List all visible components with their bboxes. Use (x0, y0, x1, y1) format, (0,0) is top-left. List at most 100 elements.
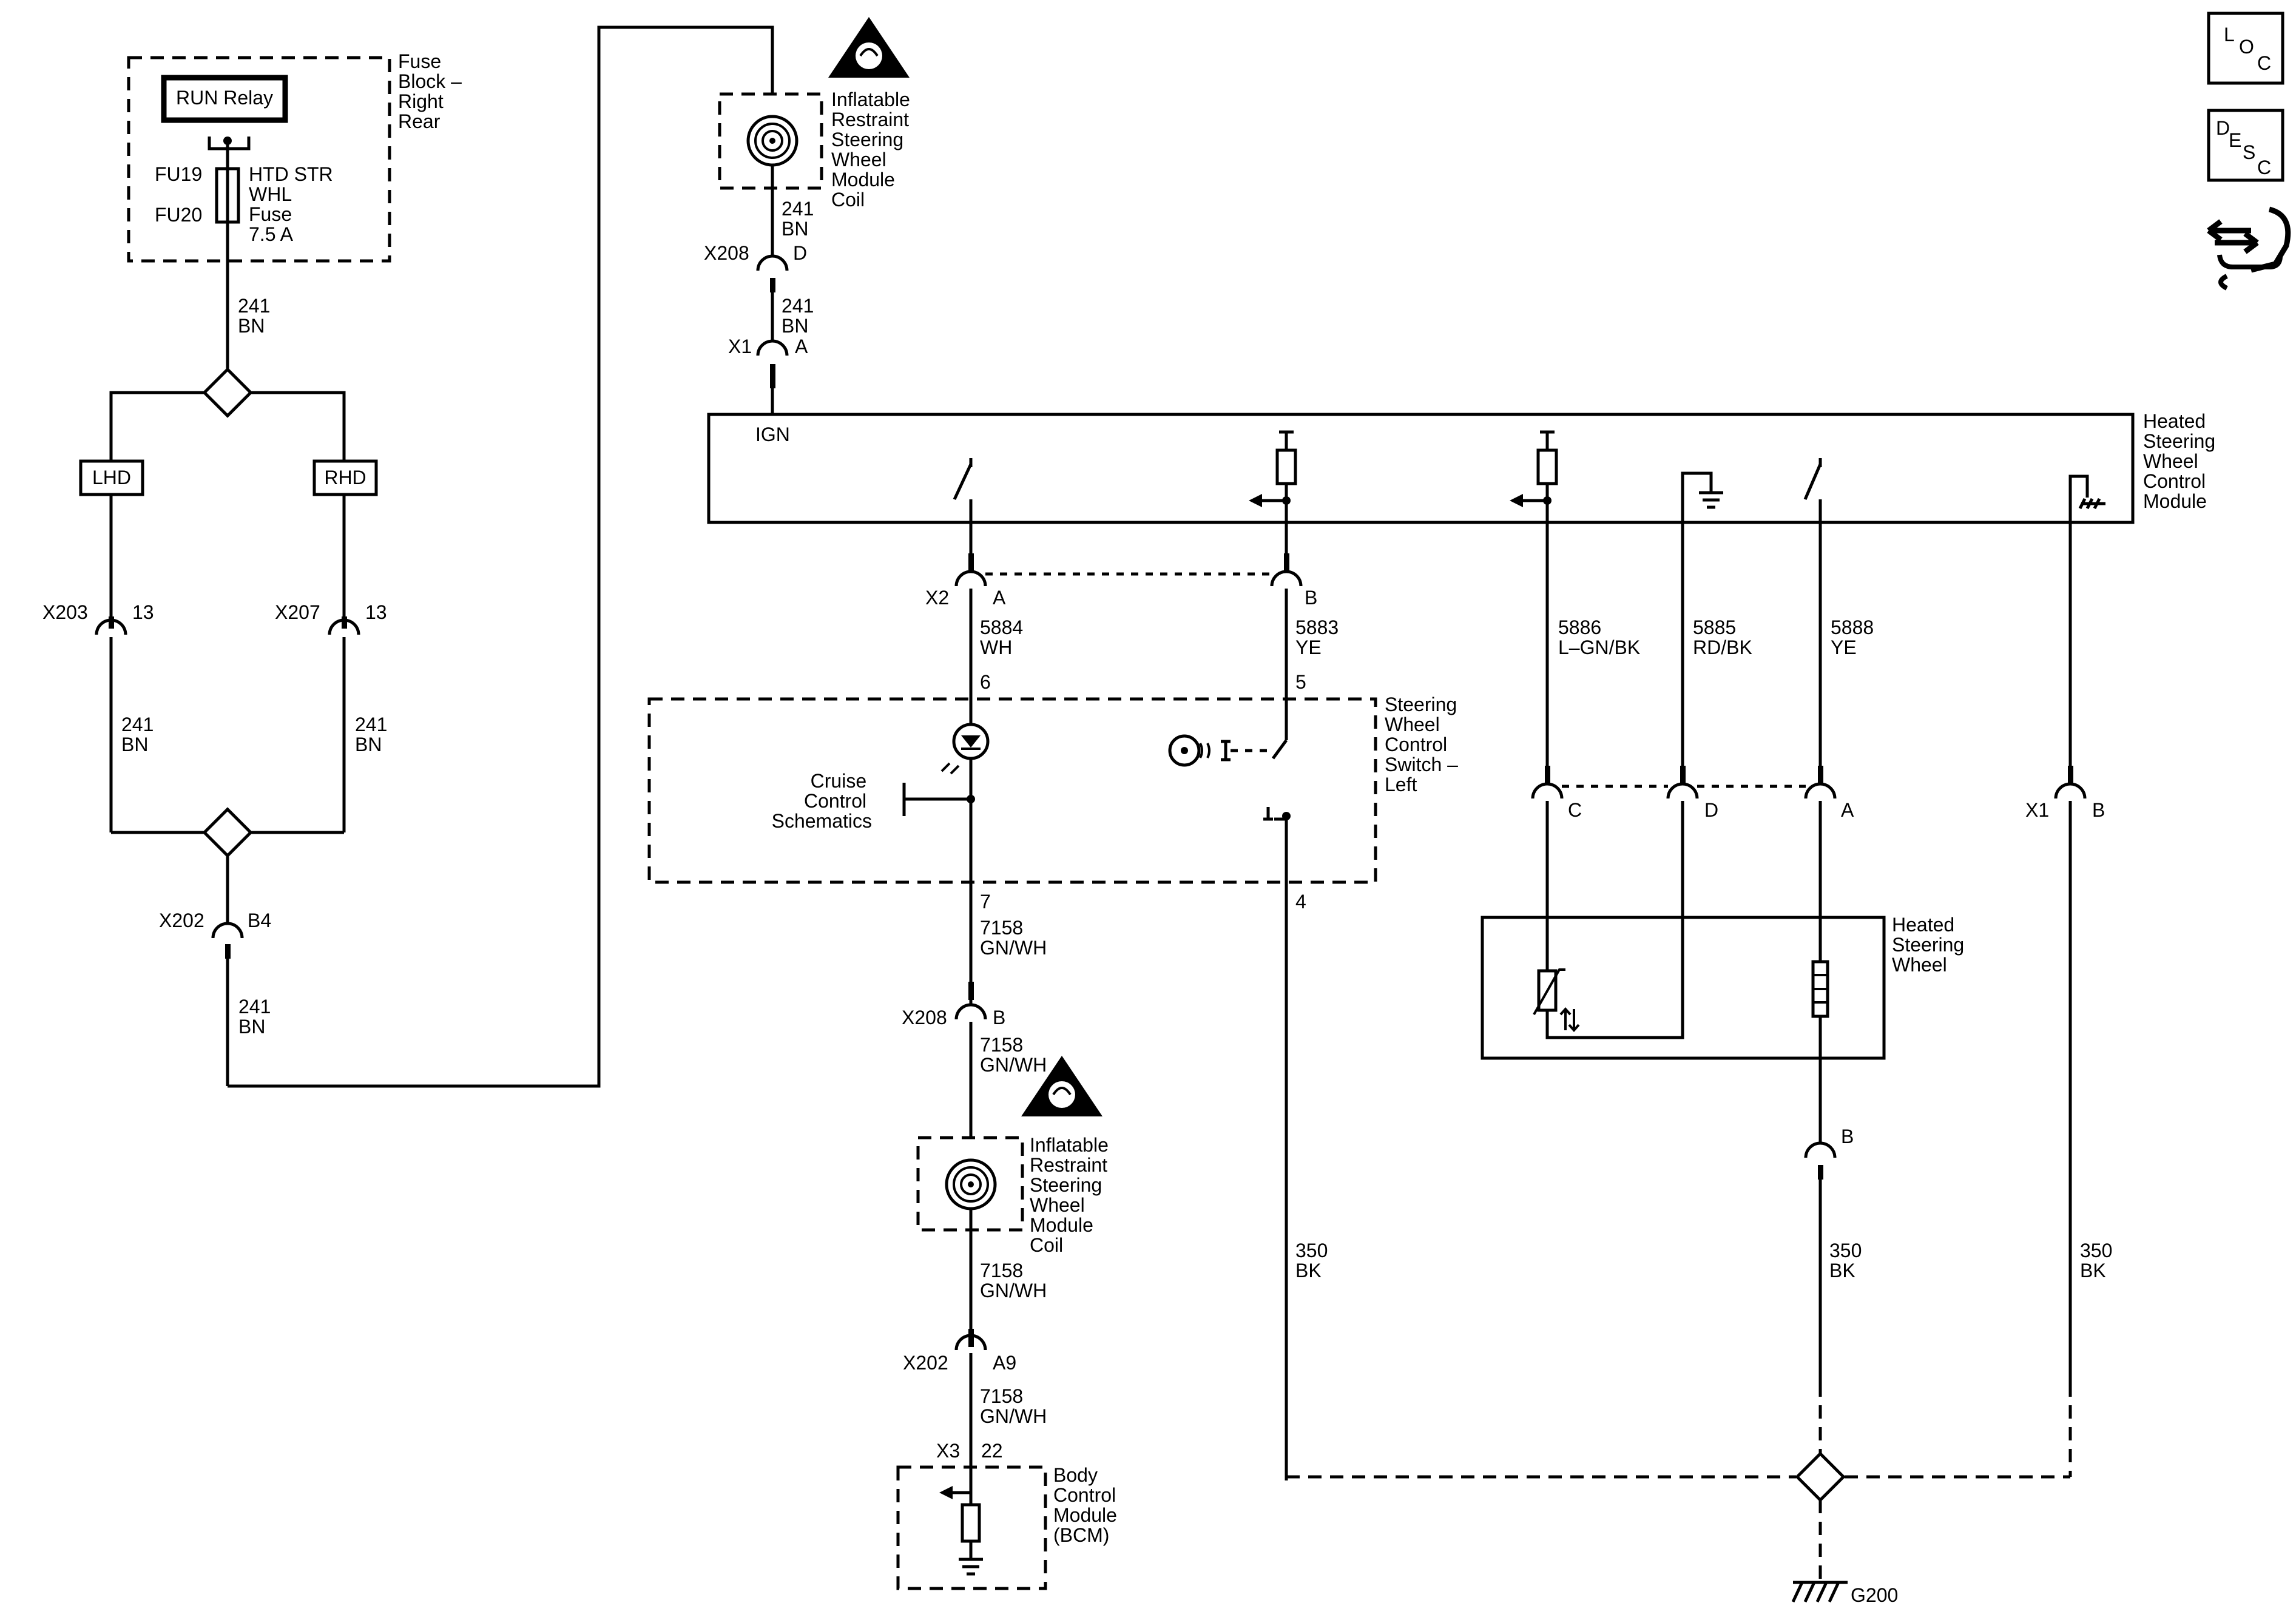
svg-text:C: C (2257, 157, 2271, 178)
wire-label: BN (782, 218, 808, 240)
connector-a (1804, 782, 1837, 799)
pin-label: B (2092, 799, 2105, 821)
wire-label: 5888 (1831, 616, 1874, 638)
bcm-resistor-icon (961, 1503, 981, 1543)
connector-x2-label: X2 (925, 587, 949, 609)
connector-x3-label: X3 (936, 1440, 960, 1462)
pin-label: C (1568, 799, 1582, 821)
clockspring-coil-icon (746, 115, 799, 167)
location-view-button[interactable]: L O C (2207, 12, 2284, 85)
airbag-warning-icon (1021, 1056, 1102, 1116)
cruise-control-label[interactable]: Cruise Control Schematics (772, 770, 872, 832)
pin-label: 7 (980, 891, 991, 913)
pin-label: A (993, 587, 1006, 609)
wire-label: L–GN/BK (1558, 636, 1640, 658)
svg-text:D: D (2216, 117, 2230, 139)
wire-label: BN (121, 734, 148, 755)
repair-procedure-icon[interactable] (2207, 206, 2291, 291)
fu19-label: FU19 (155, 163, 202, 185)
wire-label: BN (782, 315, 808, 337)
ign-label: IGN (755, 424, 790, 445)
wire-label: 7158 (980, 917, 1023, 939)
run-relay-box (161, 75, 288, 123)
connector-x202-label: X202 (903, 1352, 948, 1374)
pin-label: A (795, 336, 808, 357)
rhd-label: RHD (324, 467, 366, 488)
wire-label: BK (1295, 1260, 1322, 1281)
control-module-label: Heated Steering Wheel Control Module (2143, 410, 2221, 512)
connector-x1-top (756, 339, 789, 356)
fu20-label: FU20 (155, 204, 202, 226)
connector-b-lower (1804, 1141, 1837, 1158)
g200-ground-icon (1791, 1581, 1848, 1603)
description-view-button[interactable]: D E S C (2207, 109, 2284, 182)
connector-x202-mid (954, 1334, 987, 1351)
connector-x1-label: X1 (728, 336, 752, 357)
lhd-label: LHD (92, 467, 131, 488)
fuse-name-label: HTD STR WHL Fuse 7.5 A (249, 163, 339, 245)
wire-label: 241 (782, 295, 814, 317)
lhd-box (79, 459, 144, 496)
wire-label: 350 (1829, 1240, 1862, 1261)
wire-label: BN (238, 315, 265, 337)
svg-text:E: E (2229, 129, 2241, 151)
run-relay-label: RUN Relay (176, 87, 273, 109)
wire-label: 241 (121, 714, 154, 735)
connector-x202 (211, 922, 244, 939)
splice-diamond (202, 367, 253, 418)
connector-x202-label: X202 (159, 910, 204, 931)
connector-x2-b (1270, 570, 1303, 587)
wire-label: GN/WH (980, 1280, 1047, 1301)
wire-label: RD/BK (1693, 636, 1752, 658)
wire-label: 5886 (1558, 616, 1601, 638)
wire-label: YE (1295, 636, 1322, 658)
inflatable-coil-label-top: Inflatable Restraint Steering Wheel Modu… (831, 89, 916, 211)
inflatable-coil-label-bottom: Inflatable Restraint Steering Wheel Modu… (1030, 1134, 1114, 1256)
svg-text:S: S (2243, 141, 2255, 163)
connector-x208-mid (954, 1003, 987, 1020)
connector-x203-label: X203 (42, 601, 88, 623)
pin-label: 5 (1295, 671, 1306, 693)
cruise-control-link[interactable] (902, 783, 971, 816)
wire-label: 7158 (980, 1034, 1023, 1056)
pin-label: 6 (980, 671, 991, 693)
wire-label: 241 (238, 295, 270, 317)
wire-label: 7158 (980, 1385, 1023, 1407)
pin-label: B4 (248, 910, 271, 931)
internal-switch-icon (953, 458, 973, 501)
wire-label: YE (1831, 636, 1857, 658)
switch-label: Steering Wheel Control Switch – Left (1385, 694, 1464, 795)
wire-label: GN/WH (980, 1405, 1047, 1427)
wire-label: 5883 (1295, 616, 1339, 638)
wire-label: 350 (2080, 1240, 2112, 1261)
connector-x208-top (756, 254, 789, 271)
heated-steering-wheel-label: Heated Steering Wheel (1892, 914, 1970, 976)
internal-switch-icon (1803, 458, 1822, 500)
pin-label: 13 (365, 601, 387, 623)
wire-label: 5884 (980, 616, 1023, 638)
control-module-box (707, 413, 2135, 524)
pin-label: A9 (993, 1352, 1016, 1374)
wire-label: 241 (238, 996, 271, 1018)
clockspring-coil-icon (945, 1158, 997, 1210)
fuse-block-label: Fuse Block – Right Rear (398, 50, 467, 132)
ground-icon (959, 1541, 983, 1576)
wire-label: 241 (782, 198, 814, 220)
wire-label: 350 (1295, 1240, 1328, 1261)
ground-icon (1681, 471, 1723, 772)
rhd-box (312, 459, 378, 496)
wire-label: BN (238, 1016, 265, 1038)
chassis-ground-icon (2068, 474, 2105, 772)
led-indicator-icon (940, 723, 990, 775)
svg-text:C: C (2257, 52, 2271, 74)
pin-label: A (1841, 799, 1854, 821)
airbag-warning-icon (828, 17, 910, 78)
wire-label: GN/WH (980, 937, 1047, 959)
wire-label: 241 (355, 714, 387, 735)
wire-label: GN/WH (980, 1054, 1047, 1076)
pullup-resistor-icon (1275, 448, 1297, 485)
g200-label: G200 (1851, 1584, 1898, 1606)
pullup-resistor-icon (1536, 448, 1558, 485)
splice-diamond (202, 807, 253, 858)
